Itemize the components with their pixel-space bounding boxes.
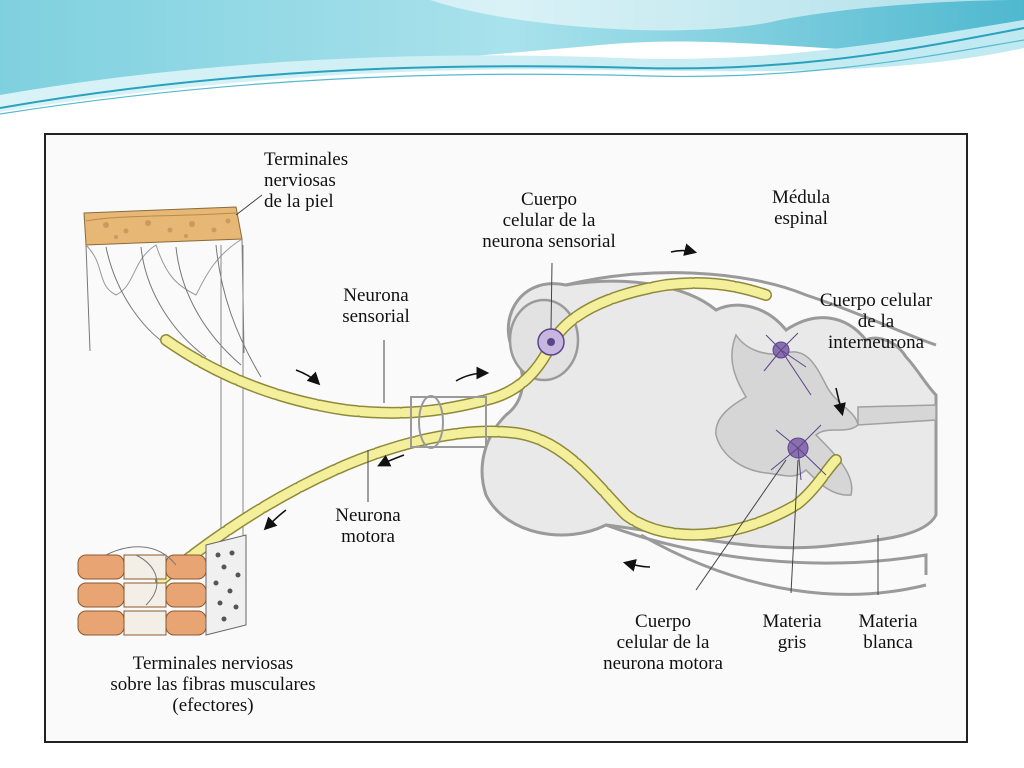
reflex-arc-illustration	[77, 194, 938, 636]
label-line: Terminales	[264, 149, 349, 170]
label-line: Cuerpo	[635, 611, 691, 632]
label-line: de la	[857, 311, 895, 332]
label-line: celular de la	[502, 210, 596, 231]
reflex-arc-diagram: Terminales nerviosas de la piel Cuerpo c…	[44, 133, 968, 743]
label-spinal-cord: Médula espinal	[756, 187, 846, 229]
skin-section	[83, 206, 245, 354]
label-line: neurona sensorial	[482, 231, 616, 252]
leader-lines	[235, 194, 879, 595]
label-motor-cell-body: Cuerpo celular de la neurona motora	[578, 611, 748, 674]
label-line: nerviosas	[264, 170, 336, 191]
muscle-fibers	[77, 534, 247, 636]
label-line: celular de la	[616, 632, 710, 653]
label-line: neurona motora	[603, 653, 723, 674]
label-muscle-terminals: Terminales nerviosas sobre las fibras mu…	[68, 653, 358, 716]
skin-nerve-fibers	[105, 244, 262, 378]
label-line: (efectores)	[172, 695, 254, 716]
label-gray-matter: Materia gris	[750, 611, 834, 653]
impulse-arrows	[263, 243, 846, 572]
label-line: sobre las fibras musculares	[110, 674, 316, 695]
guide-lines	[220, 245, 244, 565]
label-line: blanca	[863, 632, 913, 653]
label-line: Materia	[762, 611, 822, 632]
label-line: sensorial	[342, 306, 410, 327]
label-line: Cuerpo	[521, 189, 577, 210]
label-line: Cuerpo celular	[819, 290, 933, 311]
label-sensory-neuron: Neurona sensorial	[326, 285, 426, 327]
label-white-matter: Materia blanca	[846, 611, 930, 653]
interneuron-cell-body	[763, 332, 812, 396]
sensory-cell-body	[537, 328, 565, 356]
label-line: Neurona	[343, 285, 409, 306]
label-line: motora	[341, 526, 395, 547]
label-line: interneurona	[827, 332, 924, 353]
label-line: Terminales nerviosas	[132, 653, 294, 674]
nerve-trunk	[410, 395, 487, 449]
label-line: gris	[777, 632, 807, 653]
label-line: Neurona	[335, 505, 401, 526]
header-wave-banner	[0, 0, 1024, 115]
label-motor-neuron: Neurona motora	[318, 505, 418, 547]
label-line: de la piel	[264, 191, 334, 212]
label-line: Materia	[858, 611, 918, 632]
motor-cell-body	[770, 424, 827, 481]
sensory-neuron-fiber	[160, 277, 772, 419]
motor-neuron-fiber	[155, 425, 842, 586]
label-line: Médula	[771, 187, 831, 208]
label-skin-terminals: Terminales nerviosas de la piel	[264, 149, 348, 212]
label-sensory-cell-body: Cuerpo celular de la neurona sensorial	[458, 189, 640, 252]
label-interneuron-cell-body: Cuerpo celular de la interneurona	[798, 290, 954, 353]
label-line: espinal	[774, 208, 828, 229]
